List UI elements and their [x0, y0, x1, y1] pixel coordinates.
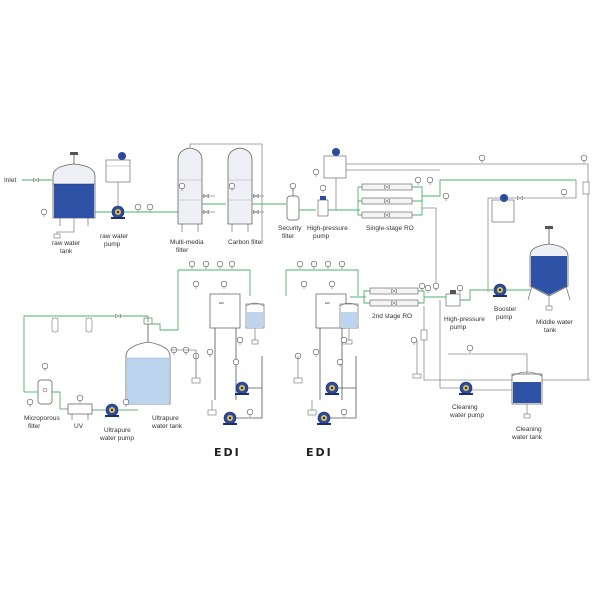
top-return-lines [346, 154, 590, 380]
edi-box-2-label: EDI [325, 301, 330, 305]
high-pressure-pump-top-label-1: High-pressure [307, 225, 348, 232]
scale-inhibitor-dosing [312, 148, 347, 210]
high-pressure-pump-middle: High-pressure pump [424, 284, 485, 331]
high-pressure-pump-top: High-pressure pump [307, 184, 360, 240]
middle-water-tank-label-2: tank [544, 327, 557, 334]
raw-water-tank-label-1: raw water [52, 240, 81, 247]
ultrapure-water-tank-label-1: Ultrapure [152, 415, 179, 422]
ultrapure-water-tank-label-2: water tank [151, 423, 183, 430]
multi-media-filter-label-2: filter [176, 247, 189, 254]
inlet-section: Inlet [4, 177, 52, 184]
edi-box-1-label: EDI [219, 301, 224, 305]
edi-unit-1: EDI EDI [160, 260, 265, 459]
ultrapure-distribution-loop [23, 313, 161, 393]
ultrapure-water-pump: Ultrapure water pump [92, 398, 134, 442]
cleaning-water-pump-label-2: water pump [449, 412, 484, 419]
raw-water-pump-label-2: pump [104, 241, 121, 248]
ultrapure-water-pump-label-2: water pump [99, 435, 134, 442]
microporous-filter-label-2: filter [28, 423, 41, 430]
inlet-label: Inlet [4, 177, 16, 184]
middle-water-tank-label-1: Middle water [536, 319, 574, 326]
uv-label: UV [74, 423, 84, 430]
multi-media-filter-label-1: Multi-media [170, 239, 204, 246]
edi-unit-1-label: EDI [214, 446, 241, 459]
high-pressure-pump-top-label-2: pump [313, 233, 330, 240]
second-stage-ro-label: 2nd stage RO [372, 313, 412, 320]
booster-pump-label-2: pump [496, 314, 513, 321]
cleaning-water-pump-label-1: Cleaning [452, 404, 478, 411]
high-pressure-pump-middle-label-2: pump [450, 324, 467, 331]
cleaning-water-pump: Cleaning water pump [412, 300, 512, 419]
security-filter: Security filter [278, 182, 316, 240]
edi-unit-2: EDI EDI [285, 260, 366, 459]
single-stage-ro: Single-stage RO [357, 176, 576, 290]
single-stage-ro-label: Single-stage RO [366, 225, 414, 232]
cleaning-water-tank-label-2: water tank [511, 434, 543, 441]
ultrapure-water-pump-label-1: Ultrapure [104, 427, 131, 434]
security-filter-label-1: Security [278, 225, 302, 232]
edi-unit-2-label: EDI [306, 446, 333, 459]
middle-water-tank: Middle water tank [527, 226, 574, 334]
raw-water-pump-label-1: raw water [100, 233, 129, 240]
raw-water-pump: raw water pump [95, 152, 178, 248]
booster-pump-label-1: Booster [494, 306, 517, 313]
high-pressure-pump-middle-label-1: High-pressure [444, 316, 485, 323]
raw-water-tank: raw water tank [40, 152, 96, 255]
ultrapure-water-tank: Ultrapure water tank [125, 317, 197, 430]
multi-media-filter: Multi-media filter [170, 147, 226, 254]
booster-pump: Booster pump [448, 194, 530, 321]
cleaning-water-tank: Cleaning water tank [448, 344, 543, 441]
raw-water-tank-label-2: tank [60, 248, 73, 255]
cleaning-water-tank-label-1: Cleaning [516, 426, 542, 433]
microporous-filter: Microporous filter [24, 362, 61, 430]
carbon-filter-label: Carbon filter [228, 239, 264, 246]
microporous-filter-label-1: Microporous [24, 415, 61, 422]
security-filter-label-2: filter [282, 233, 295, 240]
carbon-filter: Carbon filter [189, 143, 286, 246]
uv-sterilizer: UV [60, 394, 93, 430]
